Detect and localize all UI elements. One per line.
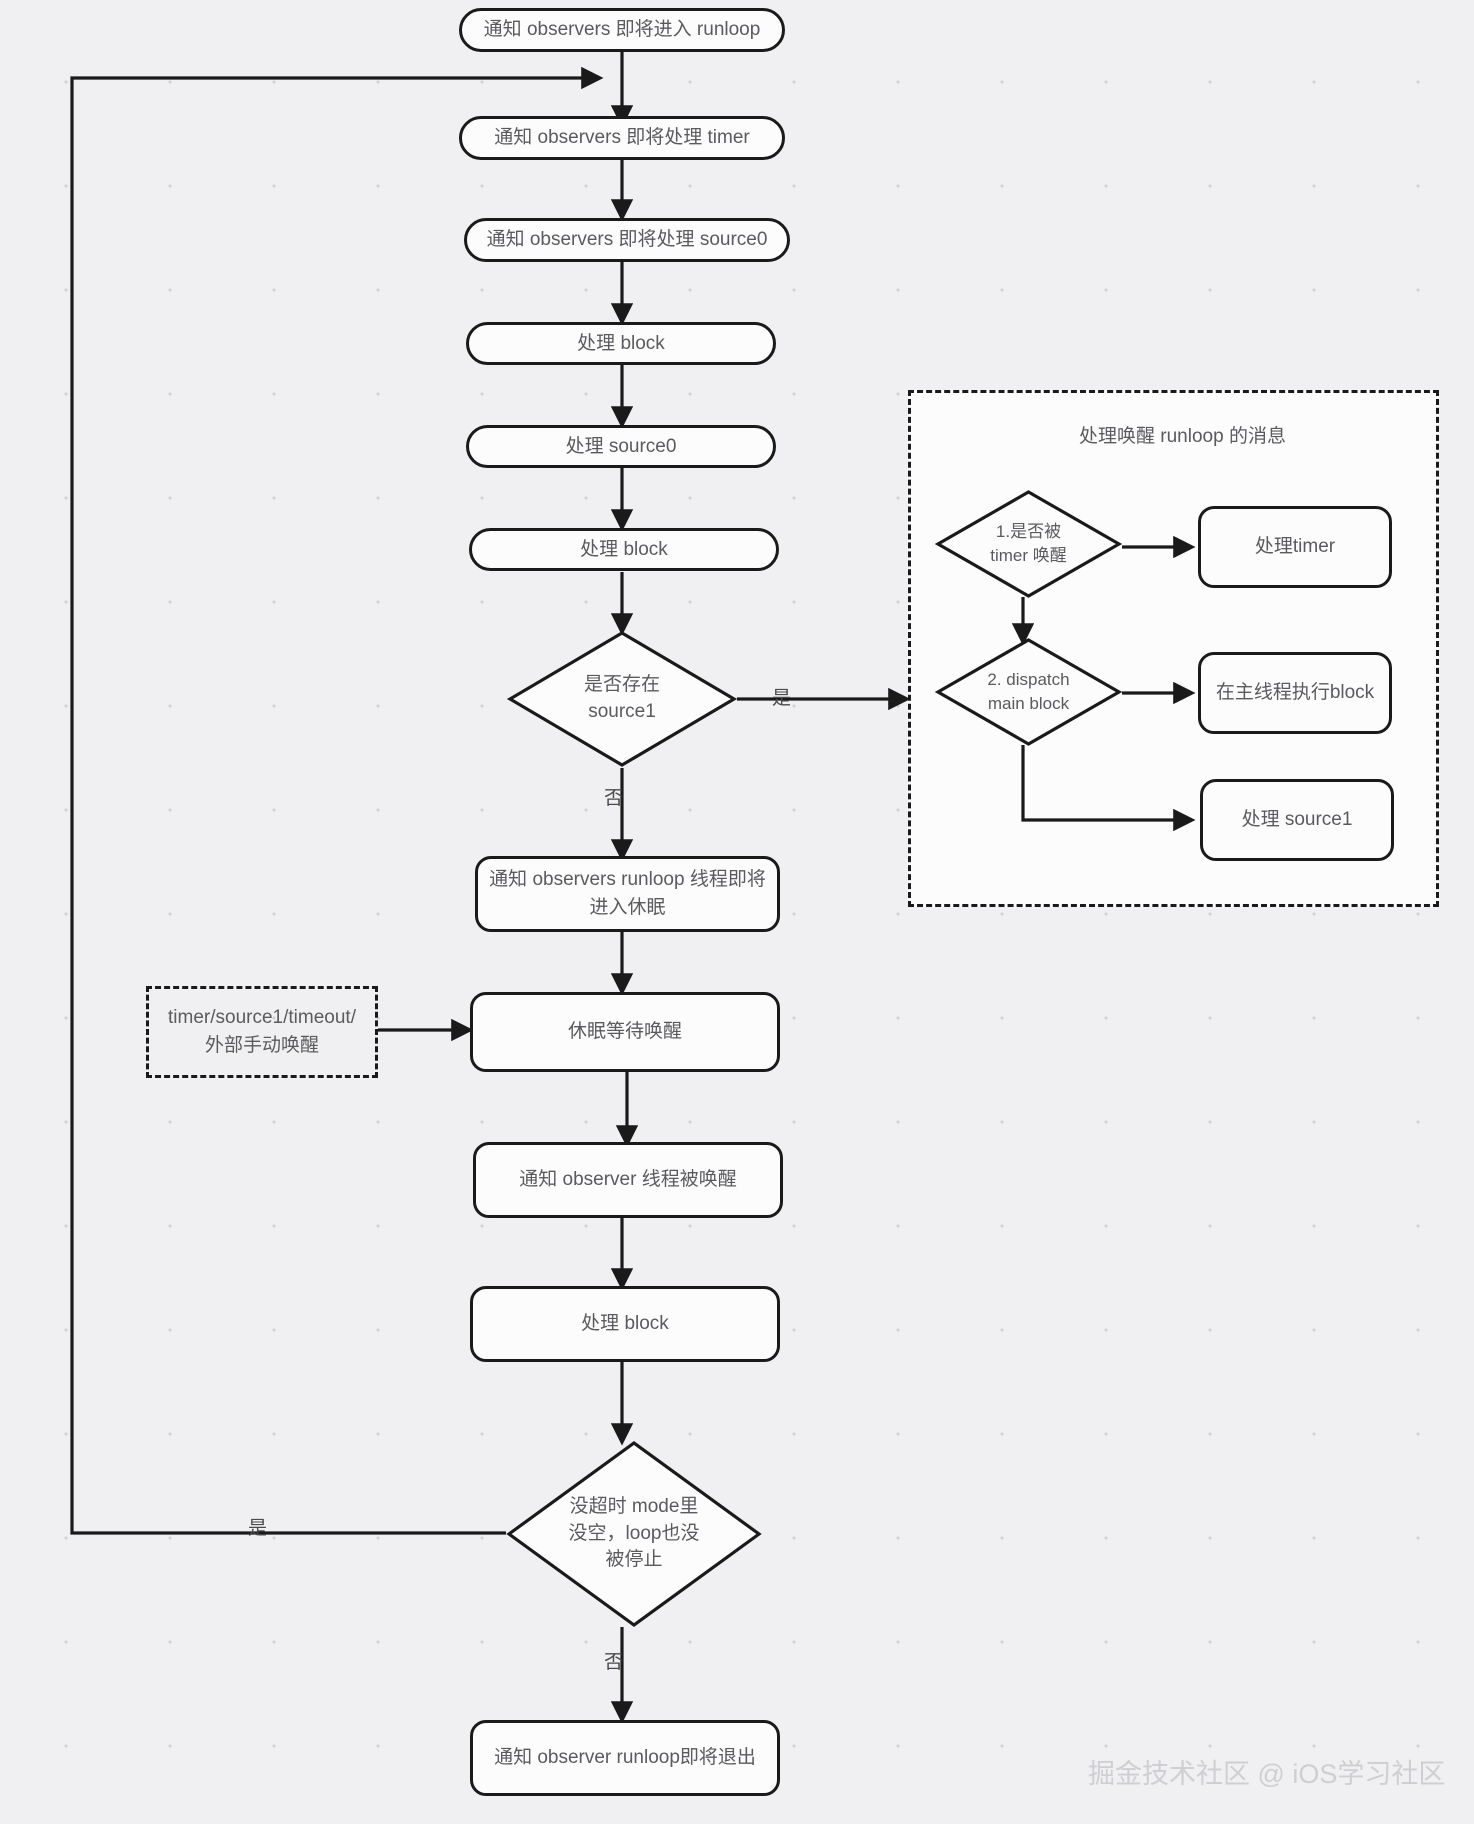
node-label: 处理 block xyxy=(577,332,665,354)
node-label: 通知 observers runloop 线程即将 进入休眠 xyxy=(489,869,766,918)
node-label: 处理timer xyxy=(1254,536,1336,558)
node-handle-source0[interactable]: 处理 source0 xyxy=(466,425,776,468)
note-label: timer/source1/timeout/ 外部手动唤醒 xyxy=(168,1007,356,1056)
node-handle-block-2[interactable]: 处理 block xyxy=(469,528,779,571)
node-handle-source1[interactable]: 处理 source1 xyxy=(1200,779,1394,861)
node-label: 通知 observer runloop即将退出 xyxy=(494,1747,756,1769)
note-wake-sources: timer/source1/timeout/ 外部手动唤醒 xyxy=(146,986,378,1078)
node-handle-block-1[interactable]: 处理 block xyxy=(466,322,776,365)
node-notify-before-source0[interactable]: 通知 observers 即将处理 source0 xyxy=(464,218,790,262)
node-label: 通知 observers 即将处理 timer xyxy=(494,127,750,149)
node-label: 处理 block xyxy=(580,538,668,560)
node-label: 处理 block xyxy=(581,1313,669,1335)
edge-label-source1-no: 否 xyxy=(604,788,624,809)
node-notify-before-timer[interactable]: 通知 observers 即将处理 timer xyxy=(459,116,785,160)
node-label: 处理 source1 xyxy=(1241,809,1353,831)
edge-label-loop-no: 否 xyxy=(604,1652,624,1673)
group-title-wake-handling: 处理唤醒 runloop 的消息 xyxy=(1079,426,1286,447)
edge-label-loop-yes: 是 xyxy=(248,1518,268,1539)
node-handle-block-3[interactable]: 处理 block xyxy=(470,1286,780,1362)
decision-woken-by-timer[interactable]: 1.是否被 timer 唤醒 xyxy=(934,489,1123,599)
node-label: 通知 observer 线程被唤醒 xyxy=(519,1169,737,1191)
node-label: 处理 source0 xyxy=(565,435,677,457)
node-notify-will-sleep[interactable]: 通知 observers runloop 线程即将 进入休眠 xyxy=(475,856,780,932)
node-execute-block-main-thread[interactable]: 在主线程执行block xyxy=(1198,652,1392,734)
node-notify-thread-awake[interactable]: 通知 observer 线程被唤醒 xyxy=(473,1142,783,1218)
decision-loop-continue[interactable]: 没超时 mode里 没空，loop也没 被停止 xyxy=(506,1440,762,1628)
decision-dispatch-main-block[interactable]: 2. dispatch main block xyxy=(934,637,1123,747)
node-sleep-wait-wake[interactable]: 休眠等待唤醒 xyxy=(470,992,780,1072)
node-notify-runloop-exit[interactable]: 通知 observer runloop即将退出 xyxy=(470,1720,780,1796)
node-handle-timer[interactable]: 处理timer xyxy=(1198,506,1392,588)
node-label: 通知 observers 即将进入 runloop xyxy=(483,19,761,41)
node-label: 休眠等待唤醒 xyxy=(567,1021,682,1043)
decision-has-source1[interactable]: 是否存在 source1 xyxy=(506,630,738,768)
node-notify-enter-runloop[interactable]: 通知 observers 即将进入 runloop xyxy=(459,8,785,52)
node-label: 在主线程执行block xyxy=(1215,682,1375,704)
watermark: 掘金技术社区 @ iOS学习社区 xyxy=(1088,1759,1446,1789)
edge-label-source1-yes: 是 xyxy=(772,688,792,709)
node-label: 通知 observers 即将处理 source0 xyxy=(486,229,768,251)
